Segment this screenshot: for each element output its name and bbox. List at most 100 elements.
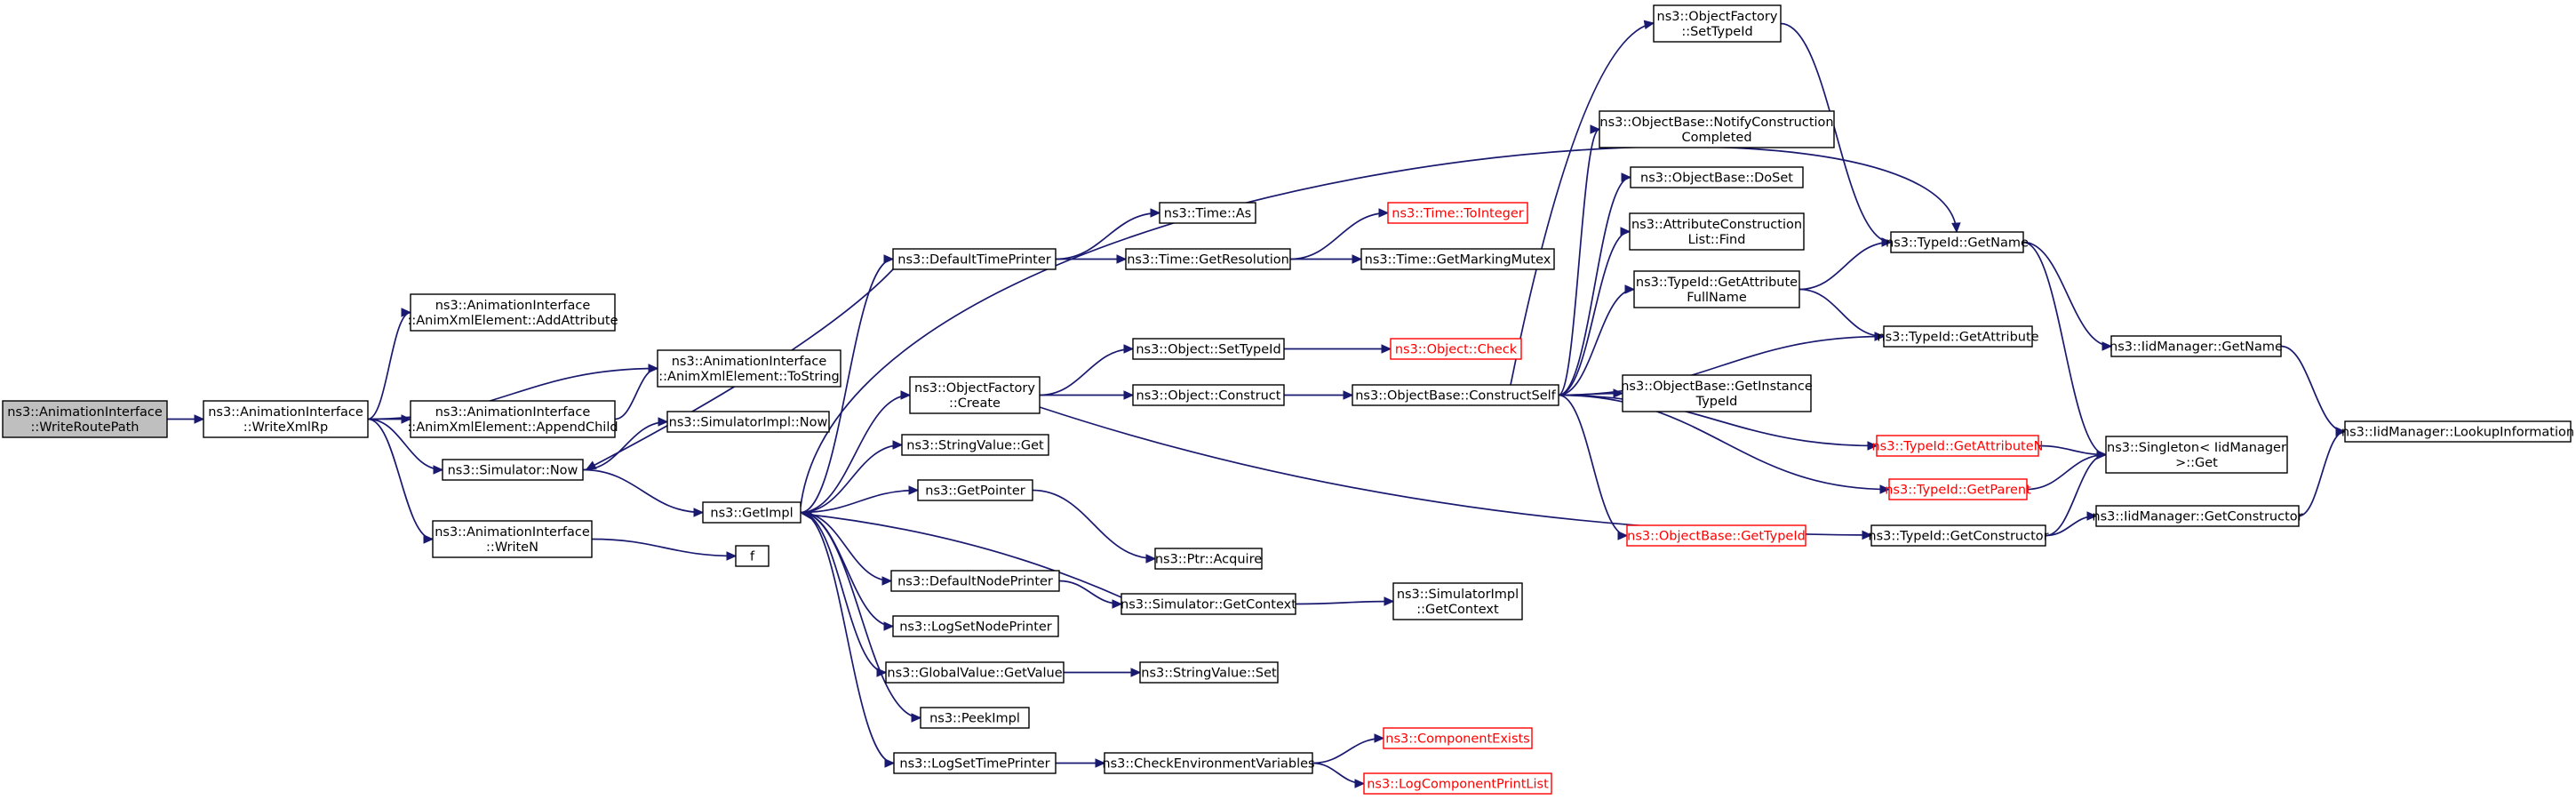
edge-get-attribute-full-name-to-type-id-get-attribute: [1798, 288, 1886, 341]
edge-iid-get-name-to-lookup-information: [2280, 345, 2347, 436]
edge-sim-get-context-to-get-impl: [801, 509, 1122, 598]
node-label: ns3::Ptr::Acquire: [1155, 553, 1262, 567]
node-do-set[interactable]: ns3::ObjectBase::DoSet: [1630, 166, 1804, 188]
node-label: ::AnimXmlElement::AppendChild: [407, 420, 618, 435]
edge-get-impl-to-get-pointer: [800, 485, 920, 514]
node-log-component-print-list[interactable]: ns3::LogComponentPrintList: [1363, 772, 1552, 795]
node-add-attribute[interactable]: ns3::AnimationInterface::AnimXmlElement:…: [407, 293, 618, 332]
node-label: ns3::ObjectBase::GetInstance: [1621, 380, 1813, 394]
node-sim-now[interactable]: ns3::Simulator::Now: [442, 459, 584, 481]
node-ob-get-type-id[interactable]: ns3::ObjectBase::GetTypeId: [1626, 524, 1806, 547]
node-box: [2095, 505, 2300, 527]
node-of-create[interactable]: ns3::ObjectFactory::Create: [909, 376, 1041, 414]
node-get-pointer[interactable]: ns3::GetPointer: [917, 479, 1033, 501]
node-box: [1626, 524, 1806, 547]
node-to-integer[interactable]: ns3::Time::ToInteger: [1387, 202, 1528, 224]
arrowhead: [401, 308, 412, 317]
node-check-env[interactable]: ns3::CheckEnvironmentVariables: [1102, 752, 1315, 774]
node-type-id-get-name[interactable]: ns3::TypeId::GetName: [1886, 231, 2029, 253]
node-label: ns3::AttributeConstruction: [1631, 218, 1802, 232]
node-label: ::WriteRoutePath: [31, 420, 140, 435]
node-default-node-printer[interactable]: ns3::DefaultNodePrinter: [890, 570, 1060, 592]
node-box: [909, 376, 1041, 414]
node-label: ns3::SimulatorImpl: [1397, 588, 1519, 602]
node-of-set-type-id[interactable]: ns3::ObjectFactory::SetTypeId: [1653, 4, 1782, 43]
edge-global-value-get-value-to-string-value-set: [1063, 668, 1142, 677]
node-f[interactable]: f: [735, 545, 770, 567]
edge-construct-self-to-attr-construction-find: [1558, 227, 1631, 396]
node-to-string[interactable]: ns3::AnimationInterface::AnimXmlElement:…: [657, 349, 841, 388]
node-type-id-get-attribute[interactable]: ns3::TypeId::GetAttribute: [1877, 325, 2039, 348]
node-get-attribute-n[interactable]: ns3::TypeId::GetAttributeN: [1871, 435, 2044, 457]
node-label: ns3::AnimationInterface: [435, 405, 591, 420]
arrowhead: [883, 254, 895, 264]
node-peek-impl[interactable]: ns3::PeekImpl: [920, 707, 1030, 729]
node-global-value-get-value[interactable]: ns3::GlobalValue::GetValue: [885, 661, 1065, 684]
edge-write-xml-rp-to-sim-now: [367, 418, 444, 475]
edge-sim-now-to-get-impl: [582, 468, 705, 517]
node-label: ns3::TypeId::GetParent: [1885, 484, 2031, 498]
edge-write-xml-rp-to-add-attribute: [367, 308, 412, 420]
node-default-time-printer[interactable]: ns3::DefaultTimePrinter: [892, 248, 1057, 270]
node-component-exists[interactable]: ns3::ComponentExists: [1383, 727, 1533, 749]
node-label: ns3::StringValue::Get: [906, 439, 1044, 453]
arrowhead: [1150, 208, 1161, 218]
node-iid-get-name[interactable]: ns3::IidManager::GetName: [2109, 335, 2283, 357]
node-label: ns3::Object::Construct: [1136, 389, 1281, 404]
arrowhead: [1617, 531, 1629, 540]
node-log-set-node-printer[interactable]: ns3::LogSetNodePrinter: [892, 615, 1059, 637]
node-box: [1132, 384, 1285, 406]
node-get-constructor[interactable]: ns3::TypeId::GetConstructor: [1868, 524, 2049, 547]
arrowhead: [1374, 733, 1385, 743]
node-box: [410, 293, 616, 332]
node-box: [892, 248, 1057, 270]
node-write-n[interactable]: ns3::AnimationInterface::WriteN: [432, 520, 593, 558]
node-impl-get-context[interactable]: ns3::SimulatorImpl::GetContext: [1392, 582, 1523, 620]
arrowhead: [1384, 596, 1395, 606]
node-singleton-get[interactable]: ns3::Singleton< IidManager >::Get: [2105, 436, 2288, 474]
node-get-impl[interactable]: ns3::GetImpl: [702, 501, 802, 524]
arrowhead: [2101, 341, 2113, 351]
node-construct-self[interactable]: ns3::ObjectBase::ConstructSelf: [1352, 384, 1559, 406]
node-label: ::AnimXmlElement::AddAttribute: [407, 314, 618, 328]
node-box: [410, 400, 616, 438]
node-label: ns3::Time::ToInteger: [1392, 207, 1523, 221]
edge-construct-self-to-get-attribute-n: [1558, 394, 1878, 451]
node-box: [1890, 231, 2024, 253]
edge-construct-self-to-get-parent: [1558, 394, 1891, 494]
node-box: [1132, 338, 1285, 360]
node-log-set-time-printer[interactable]: ns3::LogSetTimePrinter: [893, 752, 1057, 774]
node-obj-check[interactable]: ns3::Object::Check: [1390, 338, 1522, 360]
arrowhead: [1621, 172, 1632, 182]
edge-default-time-printer-to-get-resolution: [1056, 254, 1128, 264]
node-marking-mutex[interactable]: ns3::Time::GetMarkingMutex: [1360, 248, 1555, 270]
node-get-parent[interactable]: ns3::TypeId::GetParent: [1885, 478, 2031, 500]
node-box: [735, 545, 770, 567]
node-ptr-acquire[interactable]: ns3::Ptr::Acquire: [1154, 548, 1263, 570]
arrowhead: [884, 758, 896, 768]
node-box: [2110, 335, 2282, 357]
arrowhead: [2335, 427, 2347, 436]
node-box: [885, 661, 1065, 684]
node-get-resolution[interactable]: ns3::Time::GetResolution: [1125, 248, 1291, 270]
node-set-type-id-obj[interactable]: ns3::Object::SetTypeId: [1132, 338, 1285, 360]
node-notify-construction[interactable]: ns3::ObjectBase::NotifyConstructionCompl…: [1599, 110, 1835, 148]
node-write-xml-rp[interactable]: ns3::AnimationInterface::WriteXmlRp: [203, 400, 369, 438]
node-root[interactable]: ns3::AnimationInterface::WriteRoutePath: [2, 400, 168, 438]
arrowhead: [900, 390, 912, 400]
node-sim-get-context[interactable]: ns3::Simulator::GetContext: [1121, 593, 1296, 615]
node-box: [2, 400, 168, 438]
node-string-value-set[interactable]: ns3::StringValue::Set: [1139, 661, 1279, 684]
node-string-value-get[interactable]: ns3::StringValue::Get: [901, 434, 1049, 456]
node-obj-construct[interactable]: ns3::Object::Construct: [1132, 384, 1285, 406]
node-lookup-information[interactable]: ns3::IidManager::LookupInformation: [2341, 420, 2574, 443]
arrowhead: [1624, 284, 1636, 294]
node-time-as[interactable]: ns3::Time::As: [1159, 202, 1256, 224]
node-iid-get-constructor[interactable]: ns3::IidManager::GetConstructor: [2092, 505, 2303, 527]
node-label: ns3::ObjectBase::NotifyConstruction: [1599, 116, 1833, 130]
node-sim-impl-now[interactable]: ns3::SimulatorImpl::Now: [666, 411, 830, 433]
node-append-child[interactable]: ns3::AnimationInterface::AnimXmlElement:…: [407, 400, 618, 438]
